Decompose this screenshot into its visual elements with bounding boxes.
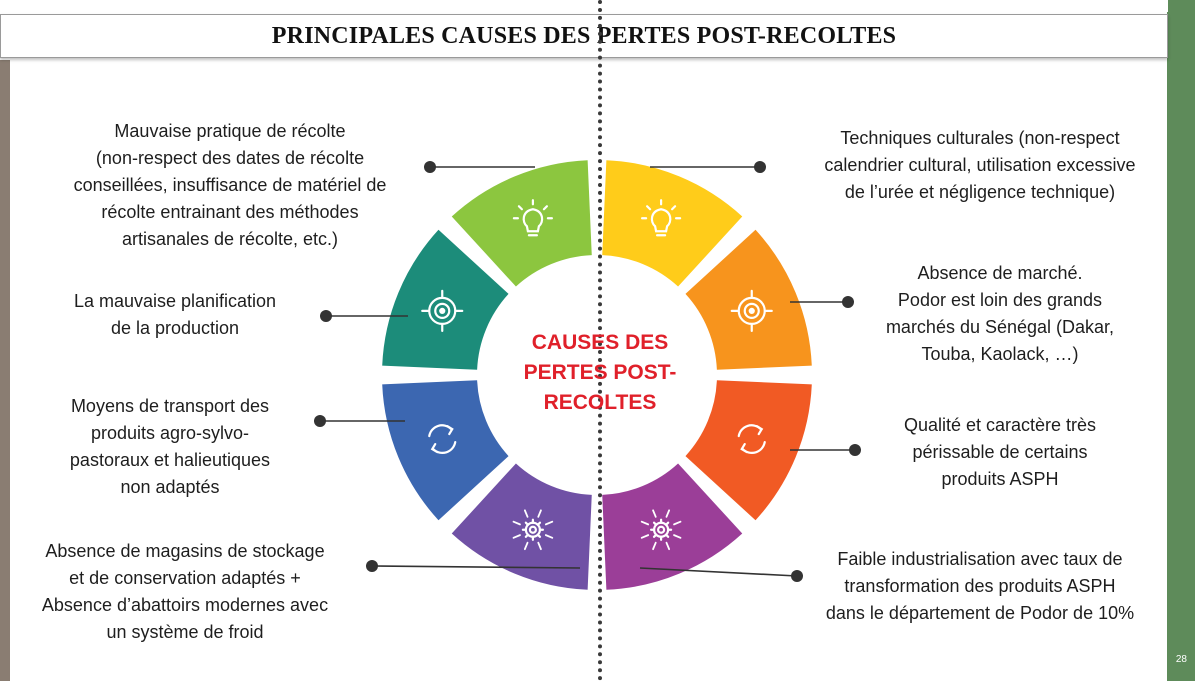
cause-line: récolte entrainant des méthodes	[101, 202, 359, 222]
center-label-line-1: CAUSES DES	[531, 331, 669, 354]
cause-line: calendrier cultural, utilisation excessi…	[824, 155, 1136, 175]
cause-line: produits agro-sylvo-	[90, 423, 250, 443]
target-icon	[730, 289, 773, 333]
connector-line	[371, 565, 581, 569]
cause-production-planning: La mauvaise planification de la producti…	[45, 288, 305, 342]
wheel-segment	[685, 380, 812, 521]
cause-line: Absence de marché.	[917, 263, 1083, 283]
lightbulb-icon	[640, 199, 682, 237]
cycle-arrows-icon	[737, 424, 766, 454]
wheel-segment	[382, 229, 509, 370]
cause-line: Moyens de transport des	[70, 396, 270, 416]
cause-line: et de conservation adaptés +	[69, 568, 301, 588]
connector-dot	[424, 161, 436, 173]
wheel-segment	[602, 160, 743, 287]
cause-line: de la production	[110, 318, 240, 338]
connector-dot	[849, 444, 861, 456]
cause-line: Absence d’abattoirs modernes avec	[41, 595, 329, 615]
cause-harvest-practice: Mauvaise pratique de récolte (non-respec…	[30, 118, 430, 253]
center-divider	[598, 0, 602, 681]
cause-market-absence: Absence de marché. Podor est loin des gr…	[860, 260, 1140, 368]
cause-line: de l’urée et négligence technique)	[844, 182, 1116, 202]
cause-line: un système de froid	[106, 622, 264, 642]
cause-line: périssable de certains	[912, 442, 1088, 462]
cause-line: Absence de magasins de stockage	[45, 541, 325, 561]
connector-dot	[314, 415, 326, 427]
connector-dot	[842, 296, 854, 308]
cause-line: Faible industrialisation avec taux de	[837, 549, 1123, 569]
cause-line: marchés du Sénégal (Dakar,	[885, 317, 1115, 337]
top-strip	[0, 0, 1168, 12]
center-label-line-2: PERTES POST-	[523, 361, 677, 384]
cause-line: conseillées, insuffisance de matériel de	[73, 175, 387, 195]
gear-arrows-icon	[640, 509, 682, 551]
right-accent-bar	[1167, 0, 1195, 681]
cause-storage: Absence de magasins de stockage et de co…	[15, 538, 355, 646]
connector-dot	[791, 570, 803, 582]
center-label: CAUSES DES PERTES POST- RECOLTES	[500, 328, 700, 418]
page-title: PRINCIPALES CAUSES DES PERTES POST-RECOL…	[271, 22, 897, 49]
connector-dot	[754, 161, 766, 173]
cause-line: dans le département de Podor de 10%	[825, 603, 1135, 623]
cause-line: Qualité et caractère très	[903, 415, 1097, 435]
wheel-segment	[602, 463, 743, 590]
target-icon	[421, 289, 464, 333]
wheel-segment	[382, 380, 509, 521]
wheel-segment	[451, 160, 592, 287]
connector-dot	[320, 310, 332, 322]
cause-line: artisanales de récolte, etc.)	[121, 229, 339, 249]
cycle-arrows-icon	[428, 424, 457, 454]
cause-line: Mauvaise pratique de récolte	[114, 121, 346, 141]
gear-arrows-icon	[512, 509, 554, 551]
title-banner: PRINCIPALES CAUSES DES PERTES POST-RECOL…	[0, 14, 1168, 58]
cause-line: La mauvaise planification	[73, 291, 277, 311]
cause-line: (non-respect des dates de récolte	[95, 148, 365, 168]
wheel-segment	[451, 463, 592, 590]
cause-line: non adaptés	[120, 477, 220, 497]
center-label-line-3: RECOLTES	[543, 391, 657, 414]
lightbulb-icon	[512, 199, 554, 237]
cause-line: Podor est loin des grands	[897, 290, 1103, 310]
cause-industrialisation: Faible industrialisation avec taux de tr…	[795, 546, 1165, 627]
wheel-segment	[685, 229, 812, 370]
cause-line: Touba, Kaolack, …)	[921, 344, 1079, 364]
cause-line: produits ASPH	[941, 469, 1059, 489]
cause-line: Techniques culturales (non-respect	[840, 128, 1120, 148]
cause-perishability: Qualité et caractère très périssable de …	[870, 412, 1130, 493]
connector-dot	[366, 560, 378, 572]
cause-line: pastoraux et halieutiques	[69, 450, 271, 470]
connector-line	[639, 567, 798, 577]
cause-transport: Moyens de transport des produits agro-sy…	[40, 393, 300, 501]
left-accent-bar	[0, 60, 10, 681]
page-number: 28	[1175, 654, 1187, 665]
cause-cultural-techniques: Techniques culturales (non-respect calen…	[790, 125, 1170, 206]
cause-line: transformation des produits ASPH	[844, 576, 1116, 596]
